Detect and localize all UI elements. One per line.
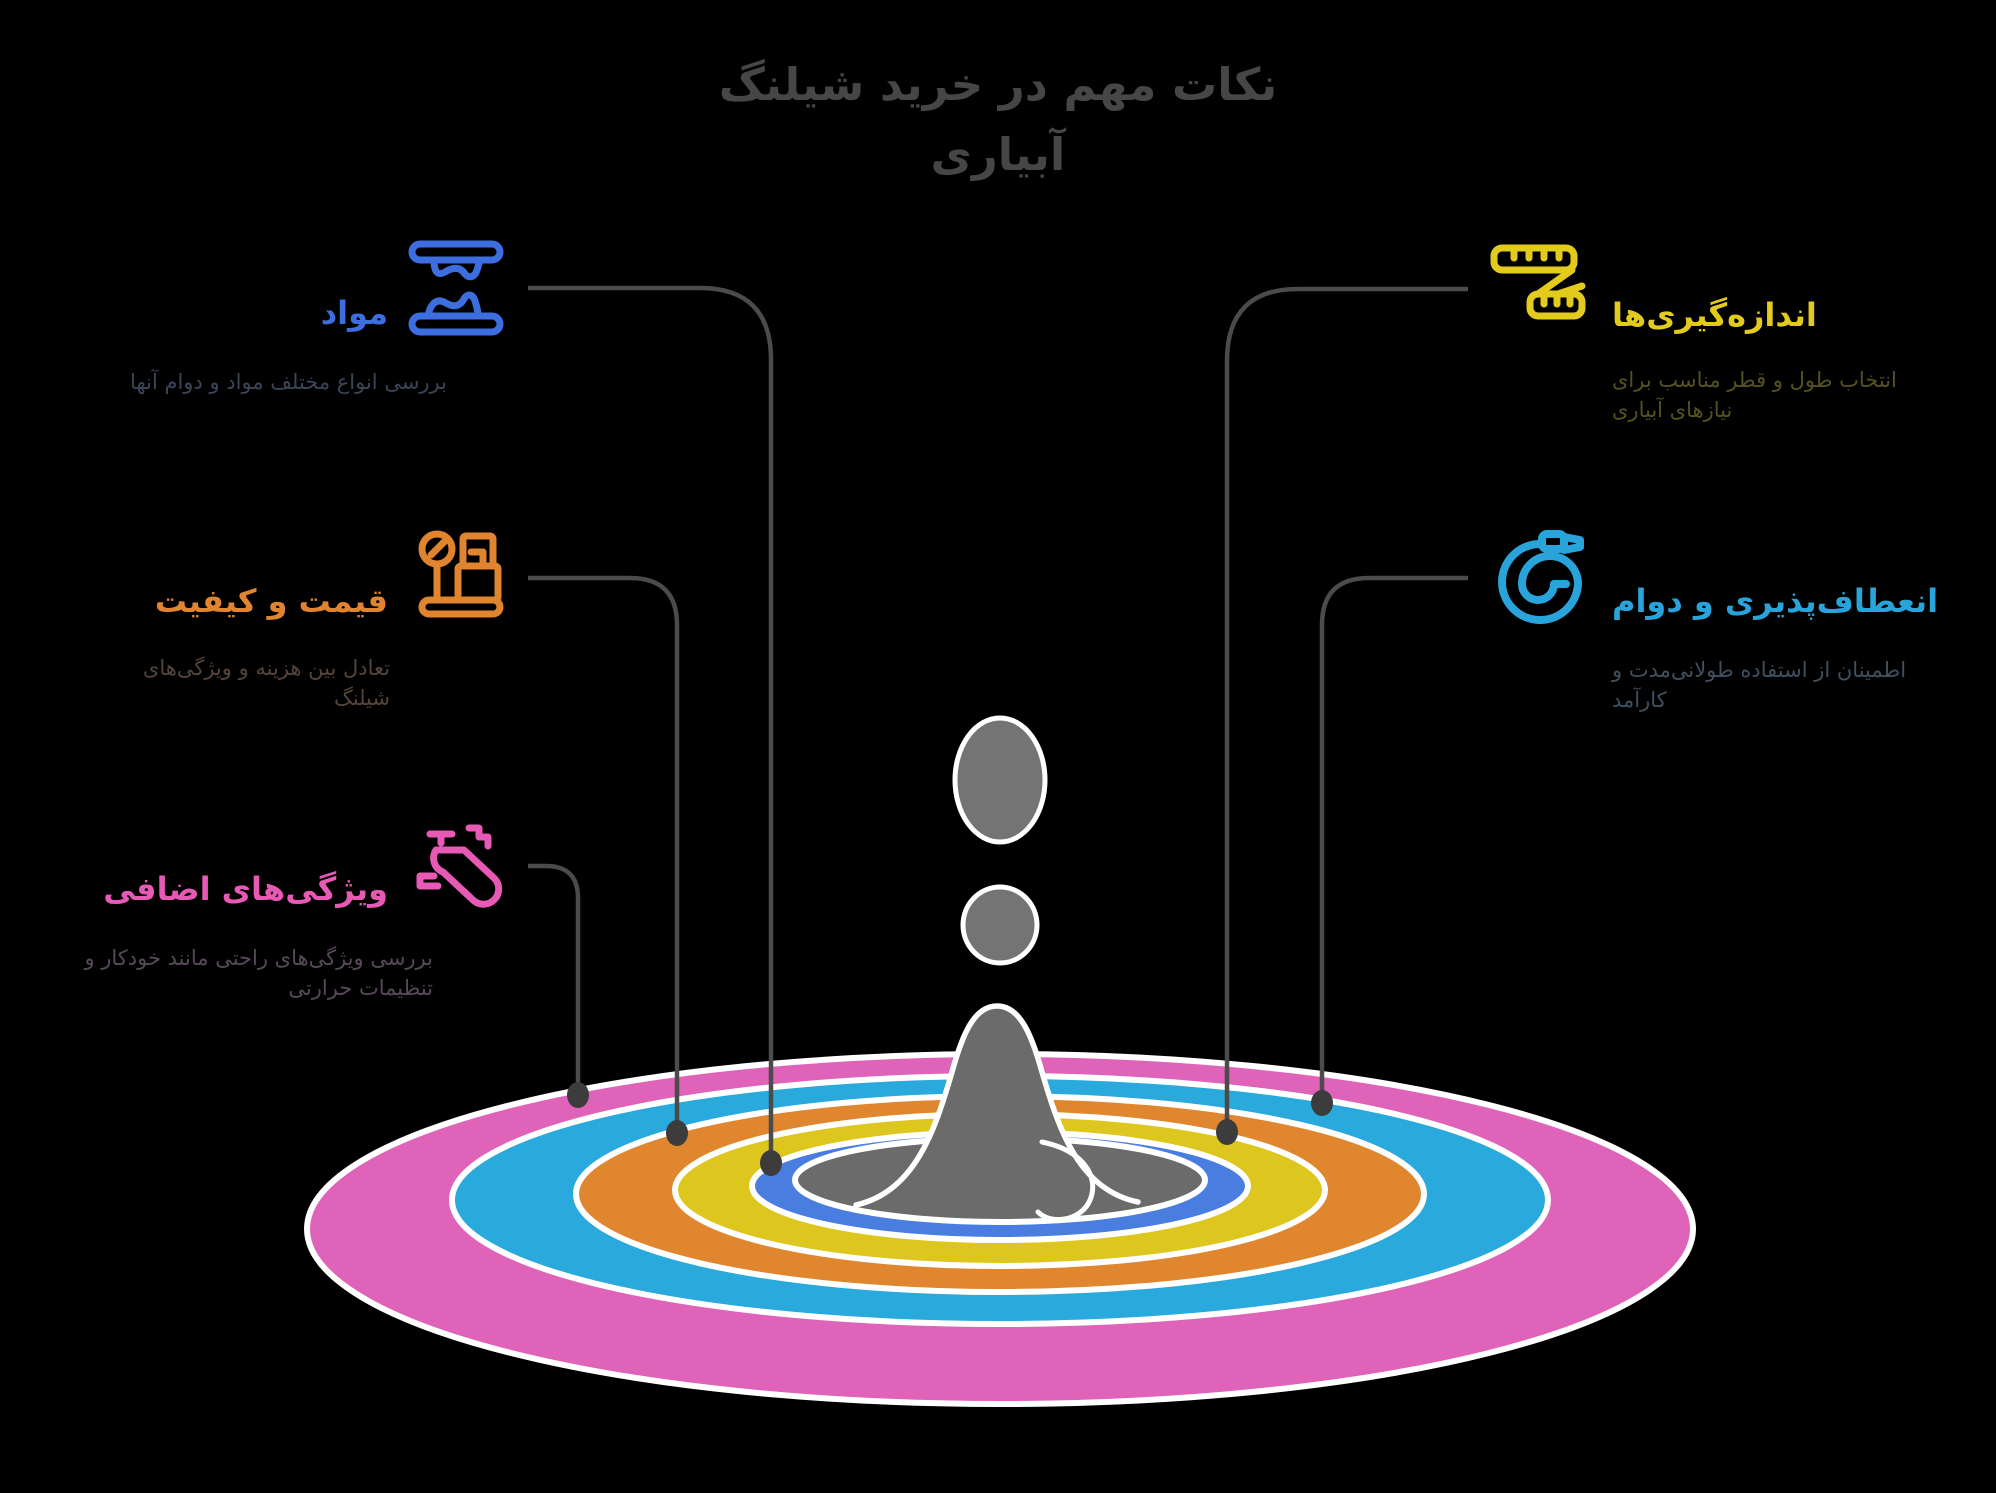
droplet-small [960,884,1040,966]
weighing-scale-icon [410,528,510,628]
connector-dot-price [666,1120,688,1146]
connector-dot-flexibility [1311,1090,1333,1116]
splash-column [856,1006,1138,1210]
item-description-features: بررسی ویژگی‌های راحتی مانند خودکار و تنظ… [84,946,433,1000]
item-description-price: تعادل بین هزینه و ویژگی‌های شیلنگ [142,656,390,710]
measuring-tape-icon [1488,240,1588,336]
item-label-features: ویژگی‌های اضافی [103,870,388,908]
connector-line-materials [528,285,774,1160]
connector-dot-features [567,1082,589,1108]
steamer-icon [406,820,506,920]
connector-line-measurements [1224,286,1468,1129]
splash-swirl [1035,1139,1096,1223]
connector-dot-materials [760,1150,782,1176]
connector-line-price [528,575,680,1130]
page-title: نکات مهم در خرید شیلنگ آبیاری [0,50,1996,190]
droplet-large [952,715,1048,845]
press-materials-icon [406,238,506,338]
item-label-flexibility: انعطاف‌پذیری و دوام [1612,582,1939,620]
title-line-1: نکات مهم در خرید شیلنگ [718,58,1278,111]
item-description-flexibility: اطمینان از استفاده طولانی‌مدت و کارآمد [1612,658,1907,712]
item-label-materials: مواد [320,294,388,332]
title-line-2: آبیاری [930,127,1066,181]
item-description-materials: بررسی انواع مختلف مواد و دوام آنها [130,370,447,394]
connector-line-flexibility [1319,575,1468,1100]
connector-line-features [528,863,581,1092]
item-label-measurements: اندازه‌گیری‌ها [1612,296,1817,334]
item-description-measurements: انتخاب طول و قطر مناسب برای نیازهای آبیا… [1612,368,1897,422]
connector-dot-measurements [1216,1119,1238,1145]
splash-column-edge [853,1003,1141,1208]
hose-coil-icon [1486,526,1590,630]
item-label-price: قیمت و کیفیت [154,582,388,620]
